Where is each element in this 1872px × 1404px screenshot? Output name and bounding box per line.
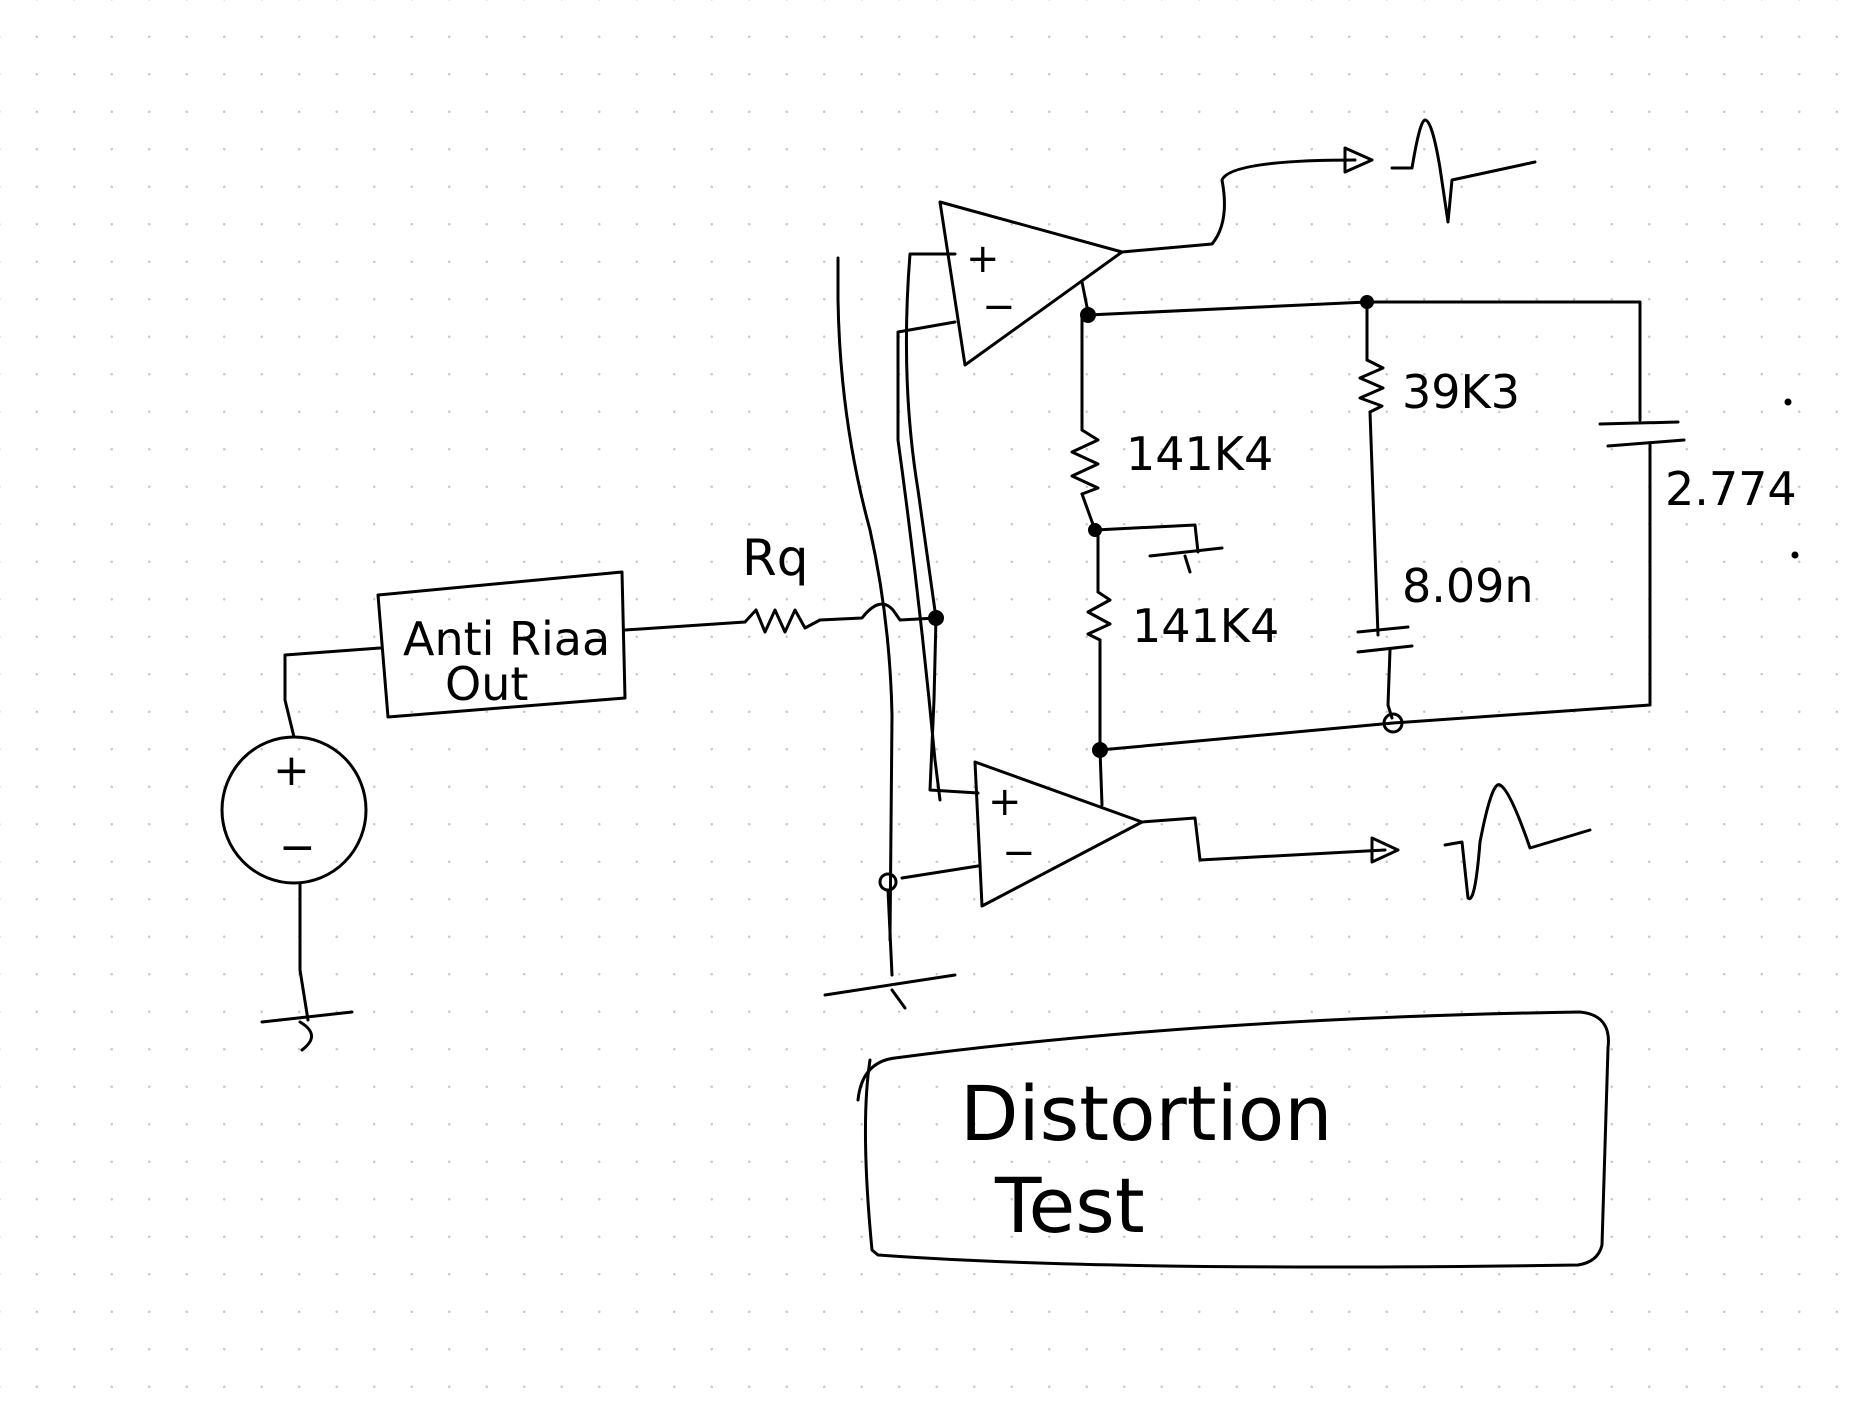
waveform-bottom (1443, 783, 1592, 901)
title-box: Distortion Test (856, 1010, 1610, 1269)
wire-c2-bottom (1391, 443, 1652, 725)
wire-c1-bottom (1386, 648, 1394, 720)
wire-top-opamp-to-junction (1080, 280, 1090, 314)
wire-r1-to-mid (1080, 492, 1200, 554)
c2-label: 2.774 (1665, 462, 1797, 516)
wire-top-rail (1086, 300, 1642, 422)
opamp-bottom: + − (973, 760, 1144, 908)
antiriaa-label-line1: Anti Riaa (403, 612, 610, 666)
capacitor-c1 (1356, 625, 1414, 654)
wire-source-to-ground (298, 881, 310, 1022)
voltage-source: + − (220, 735, 368, 885)
wire-r3-to-c1 (1368, 410, 1380, 637)
opamp-bottom-minus: − (1002, 830, 1036, 876)
wire-top-output (1120, 158, 1357, 254)
r3-label: 39K3 (1402, 365, 1520, 419)
arrow-top-output (1343, 146, 1374, 174)
resistor-r2 (1086, 590, 1112, 642)
wire-bottom-ground (886, 888, 894, 977)
antiriaa-label-line2: Out (445, 657, 528, 711)
wire-source-to-box (283, 646, 382, 739)
wire-to-top-plus (904, 252, 957, 620)
antiriaa-out-box: Anti Riaa Out (376, 570, 627, 719)
ground-symbol-source (260, 1010, 354, 1052)
wire-bottom-rail-to-opamp (1098, 748, 1104, 807)
opamp-top-minus: − (982, 284, 1016, 330)
junction-bottom-ground (878, 872, 898, 892)
source-plus-sign: + (273, 745, 310, 796)
wire-left-crossing (836, 256, 894, 942)
resistor-rq (743, 608, 822, 634)
wire-bottom-rail (1098, 721, 1395, 752)
c1-label: 8.09n (1402, 559, 1534, 613)
title-line2: Test (994, 1161, 1145, 1250)
wire-box-to-rq (623, 620, 747, 632)
wire-bottom-output (1140, 816, 1387, 862)
wire-to-bottom-plus (928, 616, 980, 795)
opamp-bottom-plus: + (988, 779, 1022, 825)
arrow-bottom-output (1370, 836, 1400, 864)
ground-symbol-mid (1148, 546, 1224, 574)
capacitor-c2 (1598, 420, 1686, 448)
wire-rq-to-node (818, 602, 938, 622)
opamp-top: + − (938, 200, 1124, 367)
wire-bottom-minus (900, 864, 980, 880)
r2-label: 141K4 (1132, 599, 1279, 653)
resistor-r3 (1358, 358, 1385, 414)
stray-mark-1 (1784, 398, 1792, 406)
wire-top-minus-feedback (896, 320, 957, 802)
stray-mark-2 (1791, 551, 1799, 559)
resistor-r1 (1070, 428, 1100, 496)
rq-label: Rq (742, 529, 808, 587)
waveform-top (1390, 118, 1537, 224)
source-minus-sign: − (279, 822, 316, 873)
title-line1: Distortion (960, 1069, 1332, 1158)
opamp-top-plus: + (966, 236, 1000, 282)
r1-label: 141K4 (1126, 427, 1273, 481)
ground-symbol-bottom (823, 973, 957, 1010)
